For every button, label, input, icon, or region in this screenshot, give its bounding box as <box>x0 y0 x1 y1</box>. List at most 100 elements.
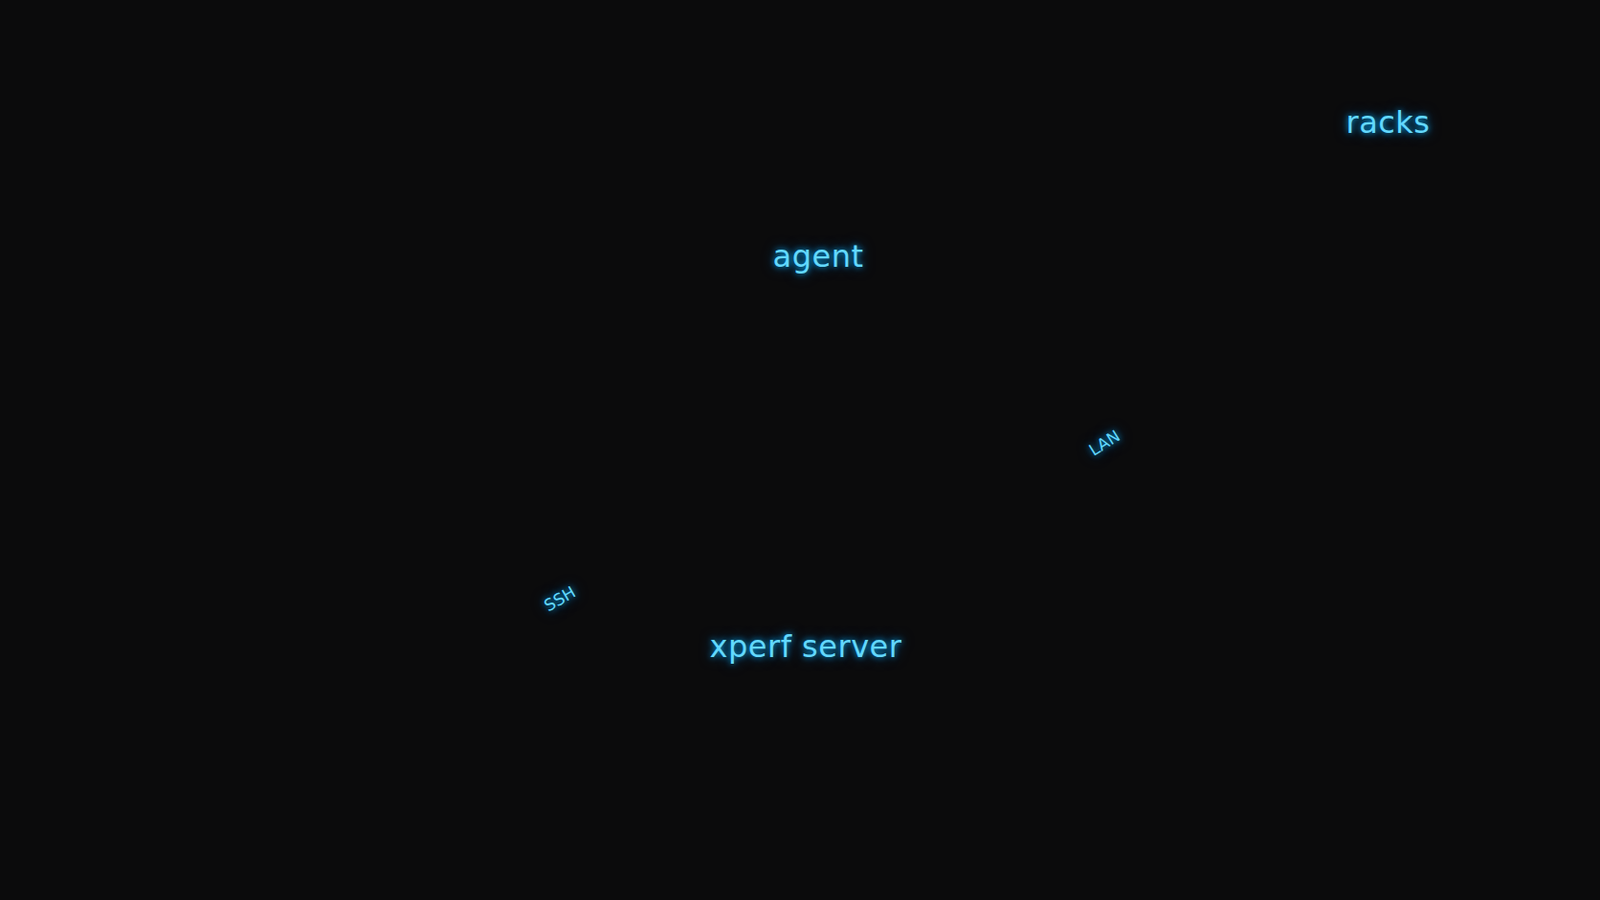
vent-hole <box>958 473 962 477</box>
rack-vent <box>1382 310 1414 328</box>
vent-hole <box>918 526 922 530</box>
lan-cable <box>989 378 1245 509</box>
vent-hole <box>911 530 914 534</box>
vent-hole <box>958 483 962 487</box>
vent-hole <box>806 530 810 534</box>
desk-top <box>237 492 484 632</box>
vent-hole <box>926 485 930 489</box>
floor-glow <box>57 114 1551 881</box>
vent-hole <box>926 523 930 527</box>
vent-hole <box>870 525 874 529</box>
monitor-stand <box>336 511 341 533</box>
rack-side <box>1428 177 1482 418</box>
shape-layer <box>727 237 910 489</box>
rack-vent <box>1382 381 1414 400</box>
vent-hole <box>799 561 802 565</box>
rack-led <box>1419 296 1423 300</box>
vent-hole <box>846 554 850 557</box>
vent-hole <box>966 489 970 493</box>
cable-light <box>999 506 1003 511</box>
vent-hole <box>894 526 898 530</box>
rack-vent <box>1323 374 1355 392</box>
rack-vent <box>1264 352 1295 370</box>
person-leg <box>187 623 307 663</box>
cable-light <box>1148 434 1153 439</box>
chair-back <box>122 602 150 701</box>
vent-hole <box>902 513 906 517</box>
vent-hole <box>799 542 802 546</box>
vent-hole <box>926 513 930 517</box>
person-leg <box>290 631 316 714</box>
rack-front <box>1316 170 1370 410</box>
vent-hole <box>815 555 819 559</box>
rack-led <box>1359 288 1363 292</box>
person-hair <box>194 470 214 498</box>
shape-layer <box>1244 103 1517 424</box>
rack-vent <box>1323 244 1355 263</box>
rack-vent <box>1323 359 1355 378</box>
rack-front <box>1376 177 1429 418</box>
vent-hole <box>799 533 802 536</box>
vent-hole <box>870 554 874 557</box>
vent-hole <box>815 575 819 578</box>
vent-hole <box>878 522 882 526</box>
rack-led <box>1359 375 1363 378</box>
person-shoe <box>272 702 298 712</box>
shape-drawing <box>1257 143 1482 418</box>
vent-hole <box>966 499 970 503</box>
vent-hole <box>822 553 826 556</box>
rack-led <box>1459 307 1463 311</box>
rack-led <box>1359 260 1363 264</box>
vent-hole <box>846 525 850 529</box>
lattice-node <box>856 410 871 425</box>
rack-side <box>1369 170 1423 410</box>
vent-hole <box>911 501 914 505</box>
server-rack <box>1316 151 1423 410</box>
rack-led <box>1450 300 1454 304</box>
cable-strand <box>989 370 1245 500</box>
vent-hole <box>878 532 882 535</box>
vent-hole <box>942 517 946 521</box>
vent-hole <box>934 501 938 505</box>
rack-base-glow <box>1376 398 1482 418</box>
rack-led <box>1300 223 1304 227</box>
rack-vent <box>1323 230 1355 248</box>
cable-light <box>1166 417 1171 422</box>
vent-hole <box>822 533 826 537</box>
vent-hole <box>966 470 970 474</box>
vent-hole <box>918 488 922 491</box>
desk-shadow <box>124 669 508 785</box>
vent-hole <box>854 511 858 515</box>
monitor-base <box>325 528 356 540</box>
vent-hole <box>863 547 867 551</box>
vent-hole <box>822 562 826 566</box>
chair-armrest <box>168 660 230 670</box>
rack-led <box>1359 202 1363 206</box>
vent-hole <box>902 533 906 536</box>
rack-led <box>1459 316 1463 320</box>
vent-hole <box>854 540 858 544</box>
vent-hole <box>934 482 938 486</box>
vent-hole <box>830 521 834 525</box>
rack-vent <box>1323 288 1355 306</box>
vent-hole <box>918 507 922 511</box>
rack-vent <box>1382 295 1414 313</box>
cable-lights <box>999 380 1236 511</box>
lattice-node <box>816 324 831 339</box>
rack-vent <box>1323 201 1355 220</box>
vent-hole <box>863 528 867 532</box>
vent-hole <box>966 518 970 522</box>
screen-ui <box>293 446 327 467</box>
vent-hole <box>958 511 962 515</box>
vent-hole <box>854 521 858 525</box>
vent-hole <box>806 539 810 543</box>
vent-hole <box>950 514 954 518</box>
rack-led <box>1419 267 1423 271</box>
cable-light <box>1131 452 1135 457</box>
node-name: racks <box>1345 103 1430 142</box>
rack-vent <box>1323 216 1355 234</box>
vent-hole <box>887 500 890 504</box>
vent-hole <box>918 516 922 520</box>
vent-hole <box>902 504 906 508</box>
vent-hole <box>926 533 930 536</box>
